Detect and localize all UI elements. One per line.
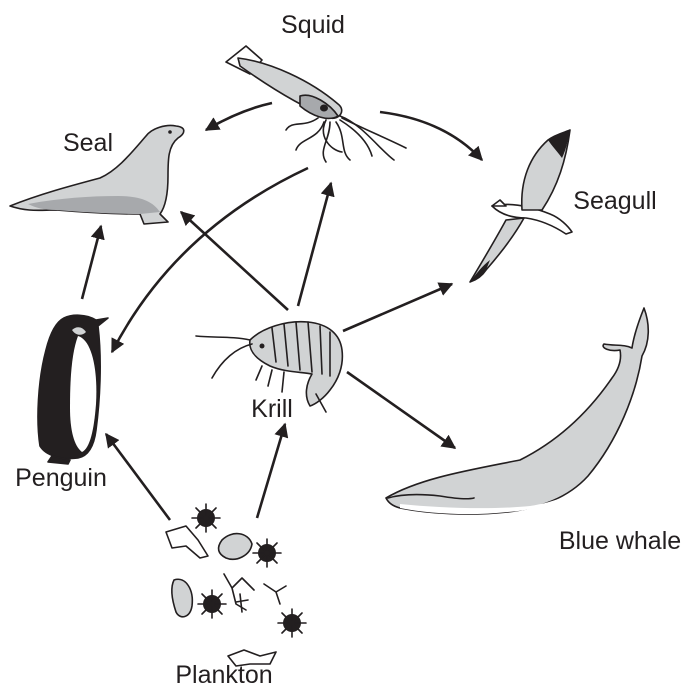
arrow-krill-to-seagull xyxy=(343,284,452,331)
arrow-plankton-to-penguin xyxy=(106,434,170,520)
label-seal: Seal xyxy=(63,129,113,157)
arrow-penguin-to-seal xyxy=(82,226,101,299)
plankton-illustration xyxy=(166,504,306,666)
label-plankton: Plankton xyxy=(175,661,272,689)
arrow-plankton-to-krill xyxy=(257,424,285,518)
label-squid: Squid xyxy=(281,11,345,39)
label-penguin: Penguin xyxy=(15,464,107,492)
arrow-krill-to-squid xyxy=(298,183,331,306)
seagull-illustration xyxy=(470,130,572,282)
arrow-krill-to-blue-whale xyxy=(347,372,455,448)
label-seagull: Seagull xyxy=(573,187,656,215)
arrow-squid-to-seagull xyxy=(380,112,482,160)
label-krill: Krill xyxy=(251,395,293,423)
label-blue-whale: Blue whale xyxy=(559,527,681,555)
arrow-krill-to-seal xyxy=(181,212,288,310)
penguin-illustration xyxy=(38,315,108,464)
labels: Squid Seal Seagull Penguin Krill Blue wh… xyxy=(15,11,681,689)
blue-whale-illustration xyxy=(386,308,648,514)
squid-illustration xyxy=(226,46,406,162)
arrow-squid-to-seal xyxy=(206,103,272,130)
